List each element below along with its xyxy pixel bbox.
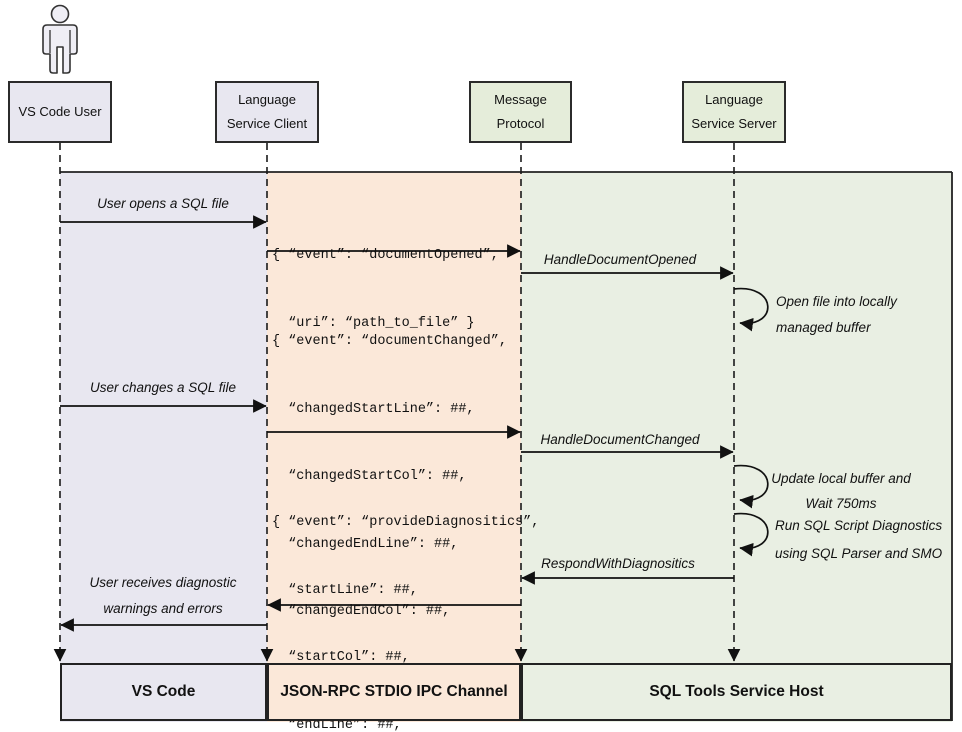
payload-line: { “event”: “documentChanged”, <box>272 334 507 349</box>
system-box-label: SQL Tools Service Host <box>649 683 824 700</box>
payload-line: { “event”: “documentOpened”, <box>272 248 499 263</box>
label-respond-with-diagnostics: RespondWithDiagnositics <box>541 556 695 571</box>
lane-vscode <box>60 172 267 722</box>
payload-line: “endLine”: ##, <box>272 717 402 732</box>
lane-ipc-channel <box>267 172 521 722</box>
system-box-tools-host: SQL Tools Service Host <box>521 663 952 721</box>
note-update-buffer-1: Update local buffer and <box>771 471 911 486</box>
participant-label: Language <box>238 92 296 107</box>
note-open-file-1: Open file into locally <box>776 294 897 309</box>
payload-document-changed: { “event”: “documentChanged”, “changedSt… <box>272 286 531 732</box>
payload-line: “changedStartCol”: ##, <box>272 469 467 484</box>
label-user-receives-2: warnings and errors <box>103 601 223 616</box>
lane-tools-host <box>521 172 952 722</box>
payload-line: “startCol”: ##, <box>272 650 410 665</box>
payload-line: “changedStartLine”: ##, <box>272 401 475 417</box>
label-handle-document-changed: HandleDocumentChanged <box>540 432 700 447</box>
payload-document-opened: { “event”: “documentOpened”, “uri”: “pat… <box>272 200 499 380</box>
payload-line: “changedEndLine”: ##, <box>272 536 459 552</box>
system-box-label: VS Code <box>131 683 196 700</box>
label-user-opens: User opens a SQL file <box>97 196 229 211</box>
participant-label: Language <box>705 92 763 107</box>
payload-line: “changedEndCol”: ##, <box>272 604 451 619</box>
label-user-receives-1: User receives diagnostic <box>89 575 237 590</box>
note-run-diag-1: Run SQL Script Diagnostics <box>775 518 943 533</box>
payload-line: “uri”: “path_to_file” } <box>272 315 475 331</box>
label-user-changes: User changes a SQL file <box>89 380 237 395</box>
actor-icon <box>42 4 78 74</box>
payload-line: { “event”: “provideDiagnositics”, <box>272 515 540 530</box>
system-box-ipc-channel: JSON-RPC STDIO IPC Channel <box>267 663 521 721</box>
payload-line: “startLine”: ##, <box>272 582 418 598</box>
participant-label: Service Client <box>226 116 308 131</box>
participant-message-protocol: Message Protocol <box>469 81 572 143</box>
participant-label: Message <box>494 92 547 107</box>
system-box-label: JSON-RPC STDIO IPC Channel <box>280 683 508 700</box>
system-box-vscode: VS Code <box>60 663 267 721</box>
participant-label: Service Server <box>691 116 777 131</box>
payload-provide-diagnostics: { “event”: “provideDiagnositics”, “start… <box>272 467 539 732</box>
participant-label: VS Code User <box>18 104 102 119</box>
participant-service-server: Language Service Server <box>682 81 786 143</box>
note-run-diag-2: using SQL Parser and SMO <box>775 546 943 561</box>
participant-vscode-user: VS Code User <box>8 81 112 143</box>
note-update-buffer-2: Wait 750ms <box>805 496 877 511</box>
label-handle-document-opened: HandleDocumentOpened <box>543 252 697 267</box>
participant-service-client: Language Service Client <box>215 81 319 143</box>
participant-label: Protocol <box>496 116 545 131</box>
note-open-file-2: managed buffer <box>776 320 871 335</box>
